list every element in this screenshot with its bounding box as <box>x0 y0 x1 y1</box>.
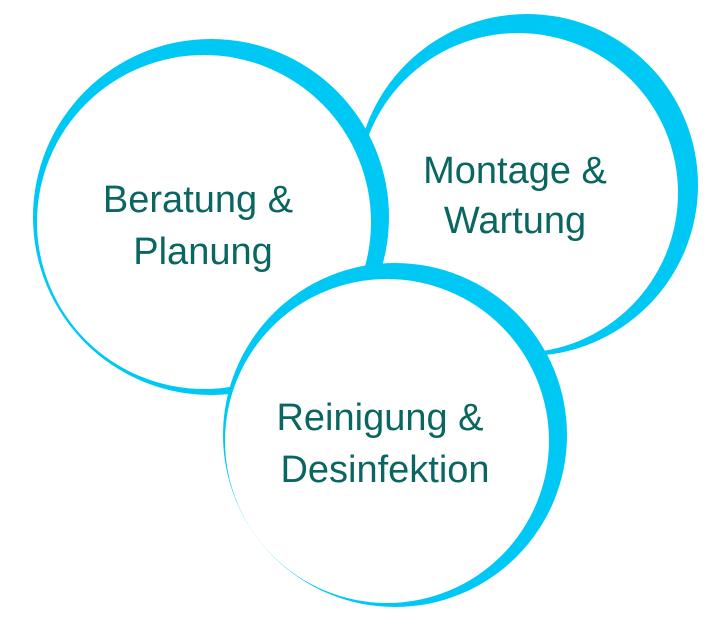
circle-reinigung-fill <box>225 279 549 603</box>
circle-reinigung-line1: Reinigung & <box>276 397 483 439</box>
circle-beratung-line2: Planung <box>133 231 272 273</box>
circle-reinigung-line2: Desinfektion <box>280 449 489 491</box>
circle-montage-line1: Montage & <box>423 150 607 192</box>
circle-reinigung: Reinigung & Desinfektion <box>223 263 567 607</box>
circle-montage-line2: Wartung <box>444 200 586 242</box>
circle-beratung-line1: Beratung & <box>103 179 293 221</box>
